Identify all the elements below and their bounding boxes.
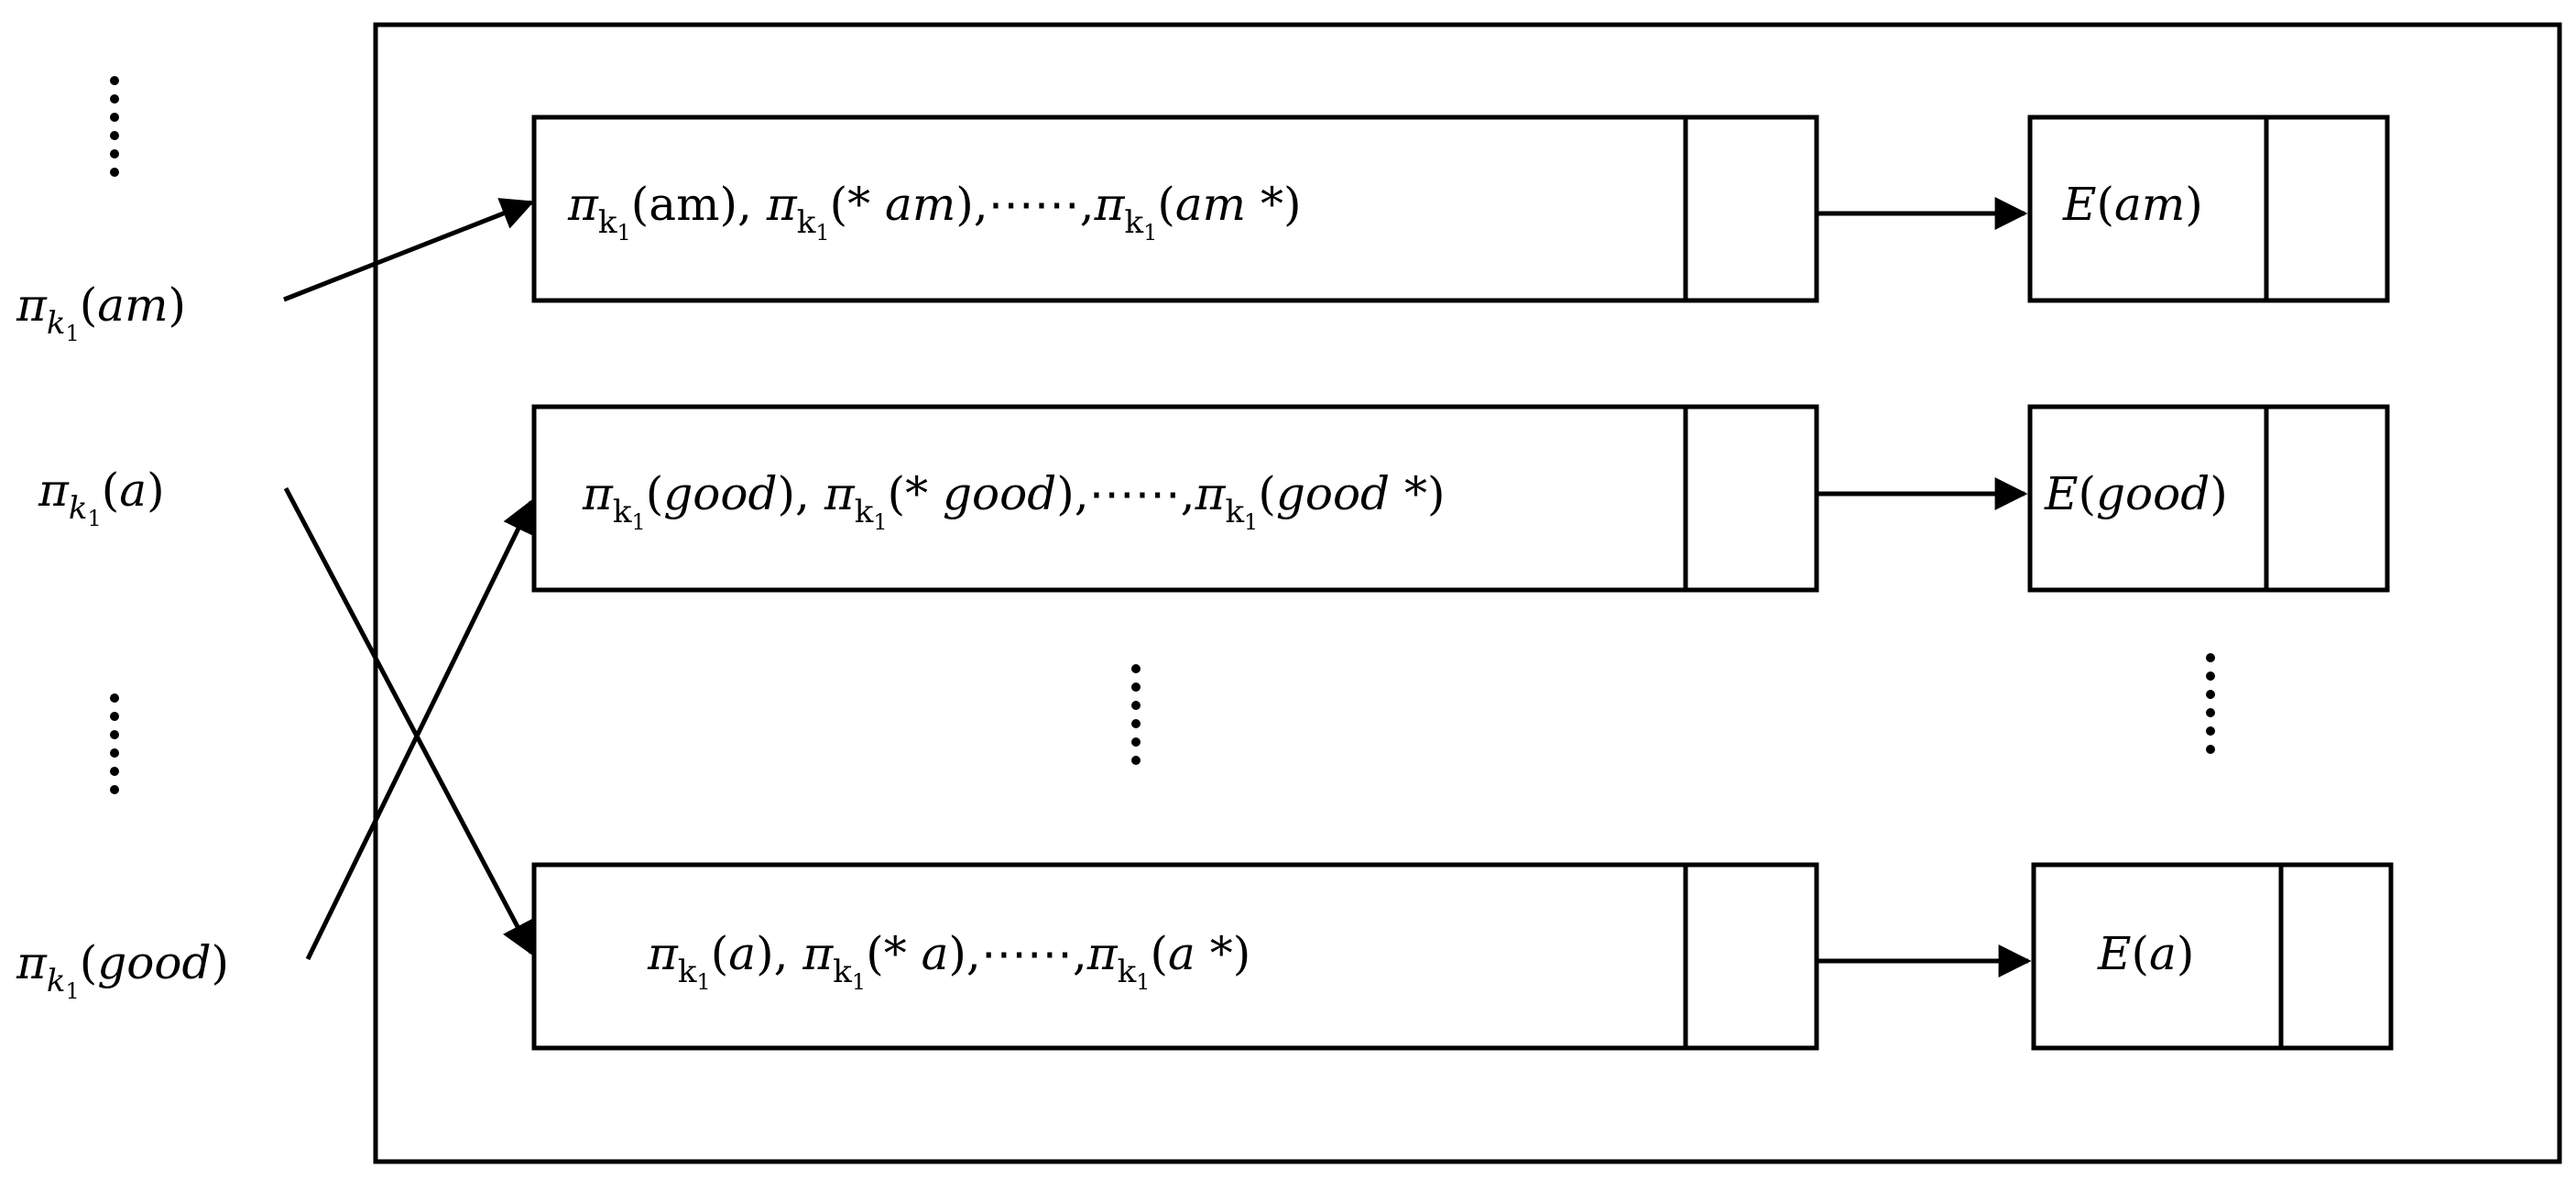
bucket-list-box (531, 862, 1819, 1051)
bucket-good: πk1(good), πk1(* good),⋯⋯,πk1(good *) E(… (531, 404, 2390, 593)
bucket-list-box (531, 404, 1819, 593)
right-ellipsis (2206, 653, 2215, 754)
encrypted-box (2027, 404, 2390, 593)
encrypted-text: E(a) (2097, 927, 2194, 980)
bucket-variants-text: πk1(good), πk1(* good),⋯⋯,πk1(good *) (582, 467, 1445, 535)
middle-ellipsis (1131, 664, 1141, 765)
svg-text:πk1(am): πk1(am) (16, 278, 186, 346)
encrypted-box (2031, 862, 2394, 1051)
arrow-good-to-bucket-good (305, 498, 534, 961)
bucket-variants-text: πk1(am), πk1(* am),⋯⋯,πk1(am *) (567, 178, 1302, 246)
svg-text:πk1(good): πk1(good) (16, 936, 229, 1004)
index-term-good: πk1(good) (16, 936, 229, 1004)
bucket-a: πk1(a), πk1(* a),⋯⋯,πk1(a *) E(a) (531, 862, 2394, 1051)
encrypted-box (2027, 115, 2390, 303)
index-term-a: πk1(a) (38, 464, 165, 531)
svg-text:πk1(a): πk1(a) (38, 464, 165, 531)
encrypted-text: E(am) (2062, 178, 2203, 231)
arrow-a-to-bucket-a (283, 486, 534, 956)
left-ellipsis-top (110, 76, 119, 177)
bucket-am: πk1(am), πk1(* am),⋯⋯,πk1(am *) E(am) (531, 115, 2390, 303)
bucket-list-box (531, 115, 1819, 303)
index-term-am: πk1(am) (16, 278, 186, 346)
encrypted-text: E(good) (2044, 467, 2228, 520)
arrow-am-to-bucket-am (283, 198, 535, 302)
bucket-variants-text: πk1(a), πk1(* a),⋯⋯,πk1(a *) (647, 927, 1250, 995)
left-ellipsis-bottom (110, 693, 119, 794)
